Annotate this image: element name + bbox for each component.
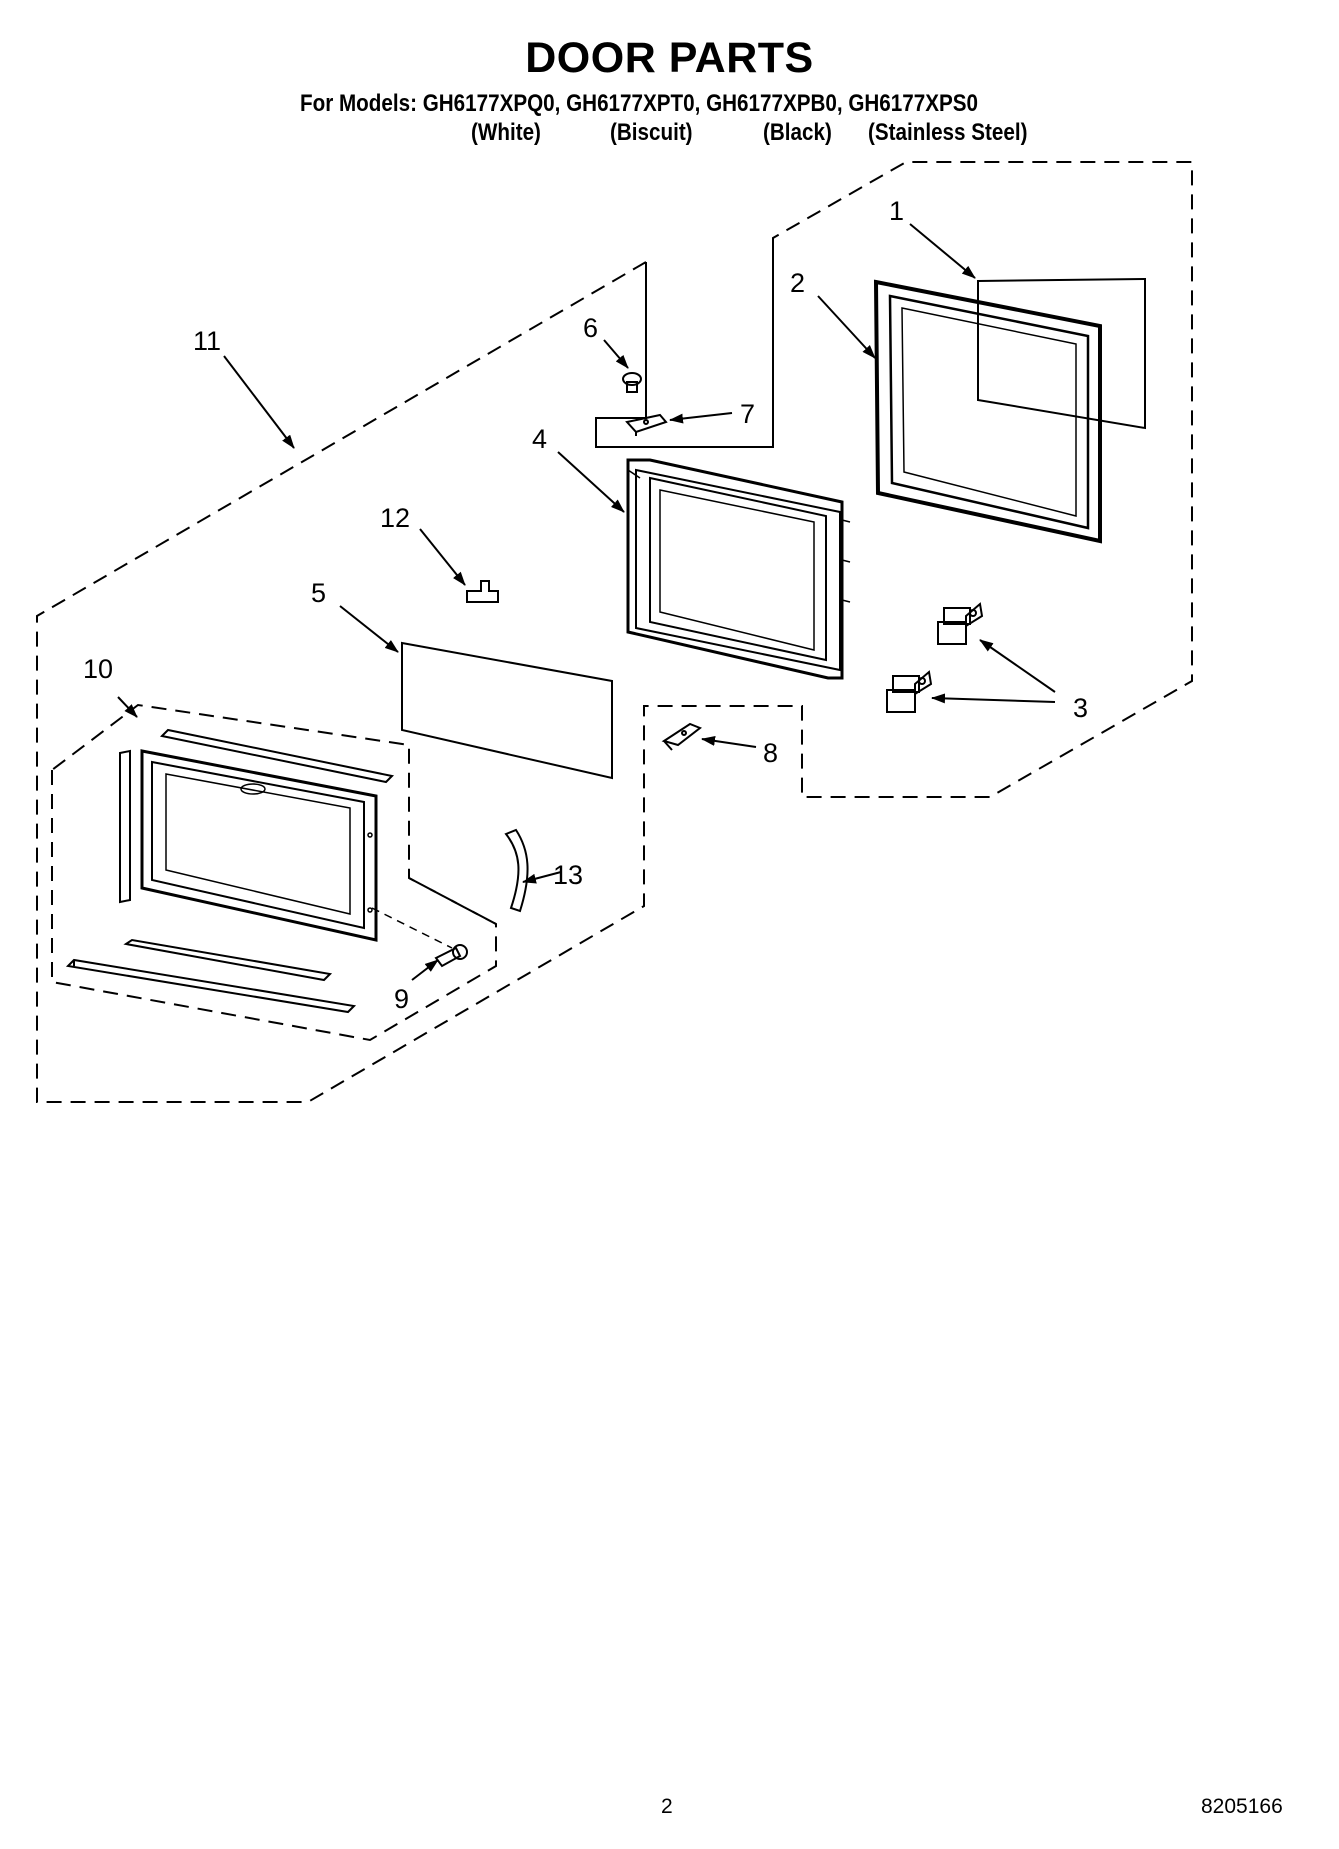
leader-7	[669, 412, 733, 424]
part-9-screw	[434, 944, 468, 968]
outline-frame-kit	[51, 703, 497, 1042]
leader-11	[223, 355, 295, 449]
leader-9	[411, 959, 439, 981]
leader-3a	[979, 639, 1056, 693]
leader-4	[557, 451, 625, 513]
callout-4: 4	[532, 424, 547, 454]
group-outlines	[36, 161, 1193, 1103]
leader-5	[339, 605, 399, 653]
outline-hinge-bracket-group	[595, 238, 774, 448]
part-2-inner-frame	[873, 279, 1102, 544]
callout-12: 12	[380, 503, 410, 533]
leader-3b	[931, 693, 1056, 704]
color-black: (Black)	[763, 119, 832, 146]
part-13-curved-strip	[504, 828, 529, 913]
page-number: 2	[661, 1795, 673, 1818]
callout-11: 11	[193, 326, 221, 356]
color-stainless-steel: (Stainless Steel)	[868, 119, 1028, 146]
part-8-bracket	[661, 722, 702, 751]
leader-10	[117, 696, 138, 718]
leader-13	[522, 871, 562, 884]
leader-12	[419, 528, 466, 586]
models-line: For Models: GH6177XPQ0, GH6177XPT0, GH61…	[300, 90, 978, 117]
callout-numbers: 1 2 3 4 5 6 7 8 9 10 11 12 13	[83, 196, 1088, 1014]
part-12-clip	[466, 580, 499, 603]
callout-1: 1	[889, 196, 904, 226]
part-1-glass-panel	[977, 277, 1146, 430]
callout-8: 8	[763, 738, 778, 768]
callout-3: 3	[1073, 693, 1088, 723]
leader-arrows	[117, 223, 1056, 981]
leader-6	[603, 339, 629, 369]
leader-1	[909, 223, 976, 279]
callout-9: 9	[394, 984, 409, 1014]
document-number: 8205166	[1201, 1795, 1283, 1818]
leader-2	[817, 295, 876, 359]
part-4-door-liner	[626, 458, 851, 680]
page-title: DOOR PARTS	[525, 34, 814, 82]
leader-8	[701, 735, 757, 748]
part-9-connector	[371, 907, 453, 949]
part-6-screw	[622, 372, 642, 393]
part-5-glass-panel	[401, 641, 613, 780]
color-biscuit: (Biscuit)	[610, 119, 693, 146]
part-10-outer-frame	[65, 728, 395, 1014]
callout-5: 5	[311, 578, 326, 608]
callout-6: 6	[583, 313, 598, 343]
outline-door-assembly	[36, 161, 1193, 1103]
outline-screw-group	[408, 877, 497, 925]
part-7-bracket	[625, 413, 668, 436]
callout-7: 7	[740, 399, 755, 429]
callout-13: 13	[553, 860, 583, 890]
color-white: (White)	[471, 119, 541, 146]
callout-10: 10	[83, 654, 113, 684]
callout-2: 2	[790, 268, 805, 298]
part-3-hinges	[886, 602, 984, 713]
